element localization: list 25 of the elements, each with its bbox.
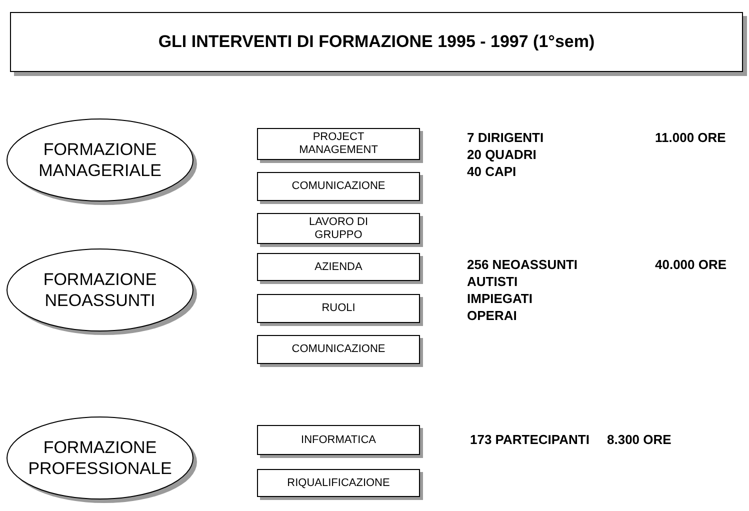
topic-box: AZIENDA	[257, 253, 420, 281]
topic-box: LAVORO DI GRUPPO	[257, 213, 420, 244]
node-label: FORMAZIONE NEOASSUNTI	[42, 269, 158, 311]
stat-text: 11.000 ORE	[655, 129, 726, 146]
stat-text: 40 CAPI	[467, 163, 516, 180]
stat-text: 256 NEOASSUNTI	[467, 256, 578, 273]
stat-text: IMPIEGATI	[467, 290, 532, 307]
topic-box: COMUNICAZIONE	[257, 335, 420, 364]
stat-text: 173 PARTECIPANTI	[470, 431, 590, 448]
oval-node	[6, 248, 198, 336]
node-label: FORMAZIONE MANAGERIALE	[38, 139, 162, 181]
stat-text: 20 QUADRI	[467, 146, 536, 163]
topic-box: RIQUALIFICAZIONE	[257, 469, 420, 497]
stat-text: 40.000 ORE	[655, 256, 727, 273]
stat-text: AUTISTI	[467, 273, 518, 290]
oval-node	[6, 416, 198, 504]
stat-text: OPERAI	[467, 307, 517, 324]
oval-node	[6, 118, 198, 206]
stat-text: 7 DIRIGENTI	[467, 129, 544, 146]
topic-box: INFORMATICA	[257, 425, 420, 455]
node-label: FORMAZIONE PROFESSIONALE	[27, 437, 173, 479]
stat-text: 8.300 ORE	[607, 431, 672, 448]
topic-box: PROJECT MANAGEMENT	[257, 128, 420, 160]
topic-box: COMUNICAZIONE	[257, 172, 420, 201]
topic-box: RUOLI	[257, 294, 420, 323]
